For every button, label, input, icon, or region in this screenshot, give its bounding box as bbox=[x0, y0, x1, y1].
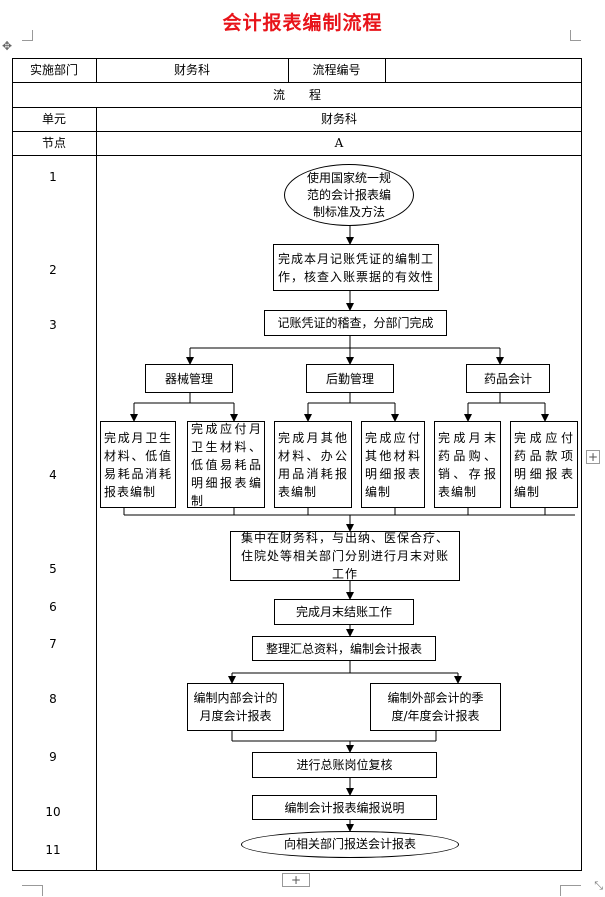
unit-value[interactable]: 财务科 bbox=[320, 112, 357, 126]
dept-equipment-text: 器械管理 bbox=[164, 371, 213, 386]
row-number: 11 bbox=[45, 843, 61, 857]
table-rule bbox=[12, 82, 582, 83]
step-7-box: 整理汇总资料，编制会计报表 bbox=[252, 636, 436, 661]
step-6-box: 完成月末结账工作 bbox=[274, 599, 414, 625]
step-10-text: 编制会计报表编报说明 bbox=[284, 800, 405, 815]
row-number: 10 bbox=[45, 805, 61, 819]
step-10-box: 编制会计报表编报说明 bbox=[252, 795, 437, 820]
step-7-text: 整理汇总资料，编制会计报表 bbox=[265, 641, 422, 656]
page-corner-mark bbox=[570, 30, 581, 41]
step-4b-text: 完成应付月卫生材料、低值易耗品明细报表编制 bbox=[191, 421, 261, 508]
add-column-button[interactable]: + bbox=[586, 450, 600, 464]
node-label: 节点 bbox=[41, 136, 66, 150]
flow-table bbox=[12, 58, 582, 871]
add-row-button[interactable]: + bbox=[282, 873, 310, 887]
flow-label: 流 程 bbox=[272, 88, 321, 102]
node-value[interactable]: A bbox=[334, 136, 344, 150]
step-4a-text: 完成月卫生材料、低值易耗品消耗报表编制 bbox=[104, 430, 172, 499]
page-corner-mark bbox=[22, 885, 43, 896]
step-4d-text: 完成应付其他材料明细报表编制 bbox=[365, 430, 421, 499]
table-rule bbox=[12, 107, 582, 108]
step-2-box: 完成本月记账凭证的编制工作，核查入账票据的有效性 bbox=[273, 244, 439, 291]
dept-box-equipment: 器械管理 bbox=[145, 364, 233, 393]
step-2-text: 完成本月记账凭证的编制工作，核查入账票据的有效性 bbox=[278, 251, 435, 284]
dept-logistics-text: 后勤管理 bbox=[325, 371, 374, 386]
step-4a-box: 完成月卫生材料、低值易耗品消耗报表编制 bbox=[100, 421, 176, 508]
step-4f-text: 完成应付药品款项明细报表编制 bbox=[514, 430, 574, 499]
start-node: 使用国家统一规范的会计报表编制标准及方法 bbox=[284, 164, 414, 226]
dept-value[interactable]: 财务科 bbox=[173, 63, 210, 77]
row-number: 9 bbox=[49, 750, 57, 764]
table-move-handle-icon[interactable]: ✥ bbox=[2, 39, 13, 53]
table-rule bbox=[96, 107, 97, 871]
step-4b-box: 完成应付月卫生材料、低值易耗品明细报表编制 bbox=[187, 421, 265, 508]
table-rule bbox=[288, 58, 289, 82]
step-11-text: 向相关部门报送会计报表 bbox=[283, 837, 416, 851]
step-4c-box: 完成月其他材料、办公用品消耗报表编制 bbox=[274, 421, 352, 508]
step-9-text: 进行总账岗位复核 bbox=[296, 758, 393, 772]
row-number: 6 bbox=[49, 600, 57, 614]
step-3-box: 记账凭证的稽查，分部门完成 bbox=[264, 310, 447, 336]
row-number: 1 bbox=[49, 170, 57, 184]
step-3-text: 记账凭证的稽查，分部门完成 bbox=[277, 316, 434, 330]
row-number: 8 bbox=[49, 692, 57, 706]
page-corner-mark bbox=[22, 30, 33, 41]
table-rule bbox=[12, 131, 582, 132]
step-4f-box: 完成应付药品款项明细报表编制 bbox=[510, 421, 578, 508]
step-4c-text: 完成月其他材料、办公用品消耗报表编制 bbox=[278, 430, 348, 499]
table-rule bbox=[96, 58, 97, 82]
step-1-text: 使用国家统一规范的会计报表编制标准及方法 bbox=[306, 170, 391, 219]
step-8a-box: 编制内部会计的月度会计报表 bbox=[187, 683, 284, 731]
row-number: 2 bbox=[49, 263, 57, 277]
row-number: 5 bbox=[49, 562, 57, 576]
page-title: 会计报表编制流程 bbox=[222, 12, 383, 34]
code-label: 流程编号 bbox=[312, 63, 361, 77]
dept-label: 实施部门 bbox=[29, 63, 78, 77]
step-4e-text: 完成月末药品购、销、存报表编制 bbox=[438, 430, 497, 499]
step-5-box: 集中在财务科，与出纳、医保合疗、住院处等相关部门分别进行月末对账工作 bbox=[230, 531, 460, 581]
table-rule bbox=[385, 58, 386, 82]
table-rule bbox=[12, 155, 582, 156]
page-corner-mark bbox=[560, 885, 581, 896]
step-9-box: 进行总账岗位复核 bbox=[252, 752, 437, 778]
row-number: 3 bbox=[49, 318, 57, 332]
end-node: 向相关部门报送会计报表 bbox=[241, 831, 459, 858]
step-8b-text: 编制外部会计的季度/年度会计报表 bbox=[387, 691, 484, 723]
step-4d-box: 完成应付其他材料明细报表编制 bbox=[361, 421, 425, 508]
dept-box-logistics: 后勤管理 bbox=[306, 364, 394, 393]
row-number: 4 bbox=[49, 468, 57, 482]
dept-box-pharmacy: 药品会计 bbox=[466, 364, 550, 393]
step-6-text: 完成月末结账工作 bbox=[295, 605, 392, 619]
step-5-text: 集中在财务科，与出纳、医保合疗、住院处等相关部门分别进行月末对账工作 bbox=[240, 531, 449, 581]
dept-pharmacy-text: 药品会计 bbox=[483, 371, 532, 386]
row-number: 7 bbox=[49, 637, 57, 651]
table-resize-handle-icon[interactable]: ⤡ bbox=[594, 879, 603, 892]
step-8b-box: 编制外部会计的季度/年度会计报表 bbox=[370, 683, 501, 731]
unit-label: 单元 bbox=[41, 112, 66, 126]
step-4e-box: 完成月末药品购、销、存报表编制 bbox=[434, 421, 501, 508]
step-8a-text: 编制内部会计的月度会计报表 bbox=[193, 691, 278, 723]
